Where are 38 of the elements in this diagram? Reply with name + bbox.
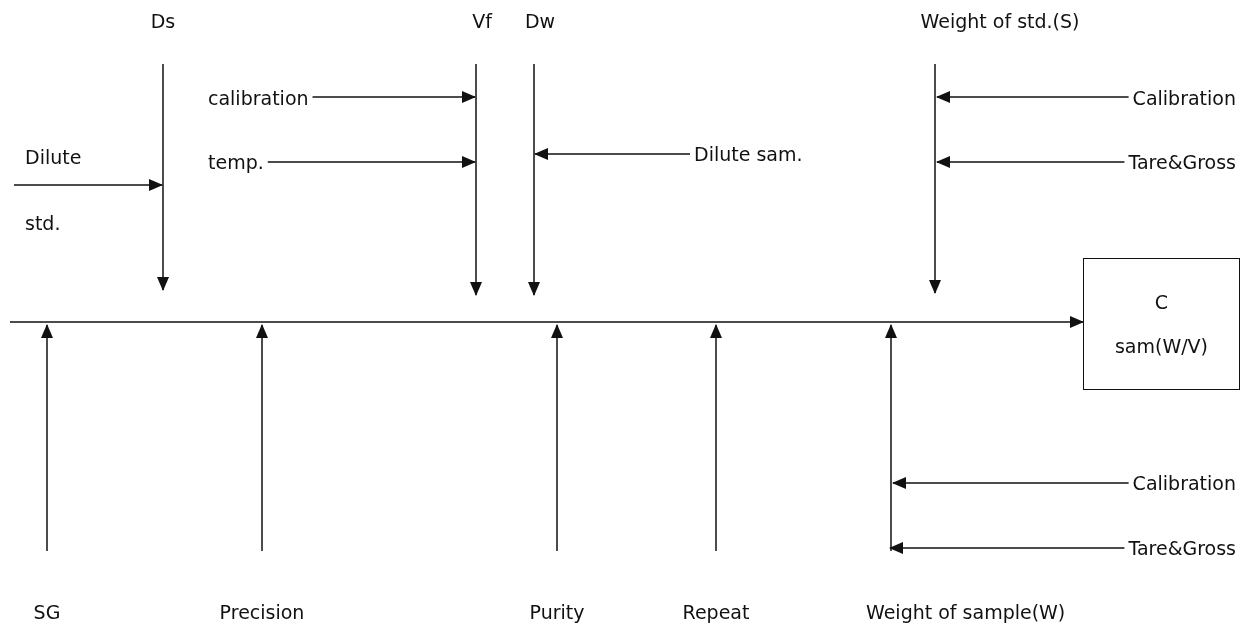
arrow: [936, 91, 1130, 103]
arrow: [551, 324, 563, 552]
cause-label: Dilute std.: [25, 145, 83, 236]
arrow: [892, 477, 1130, 489]
cause-label: Dilute sam.: [694, 142, 803, 167]
effect-label: C: [1154, 290, 1169, 315]
arrow: [311, 91, 476, 103]
arrow: [710, 324, 722, 552]
cause-label: Weight of sample(W): [866, 600, 1066, 625]
arrow: [267, 156, 476, 168]
arrow: [885, 324, 897, 552]
arrow: [41, 324, 53, 552]
cause-label: Dw: [524, 9, 556, 34]
cause-label: temp.: [208, 150, 264, 175]
arrow: [889, 542, 1126, 554]
cause-label: SG: [33, 600, 61, 625]
arrow: [470, 63, 482, 296]
effect-label: sam(W/V): [1114, 334, 1209, 359]
cause-label: Repeat: [682, 600, 750, 625]
cause-label: Tare&Gross: [1128, 150, 1236, 175]
cause-label: Ds: [150, 9, 176, 34]
cause-label: Vf: [472, 9, 492, 34]
cause-label: Purity: [529, 600, 585, 625]
arrow: [936, 156, 1126, 168]
cause-label: Weight of std.(S): [920, 9, 1080, 34]
arrow: [256, 324, 268, 552]
cause-label: calibration: [208, 86, 309, 111]
arrow: [13, 179, 163, 191]
cause-label: Calibration: [1132, 86, 1236, 111]
arrow: [157, 63, 169, 291]
effect-box: [1083, 258, 1240, 390]
arrow: [534, 148, 691, 160]
arrow: [9, 316, 1084, 328]
cause-label: Precision: [219, 600, 305, 625]
cause-label: Calibration: [1132, 471, 1236, 496]
cause-label: Tare&Gross: [1128, 536, 1236, 561]
arrow: [528, 63, 540, 296]
arrow: [929, 63, 941, 294]
